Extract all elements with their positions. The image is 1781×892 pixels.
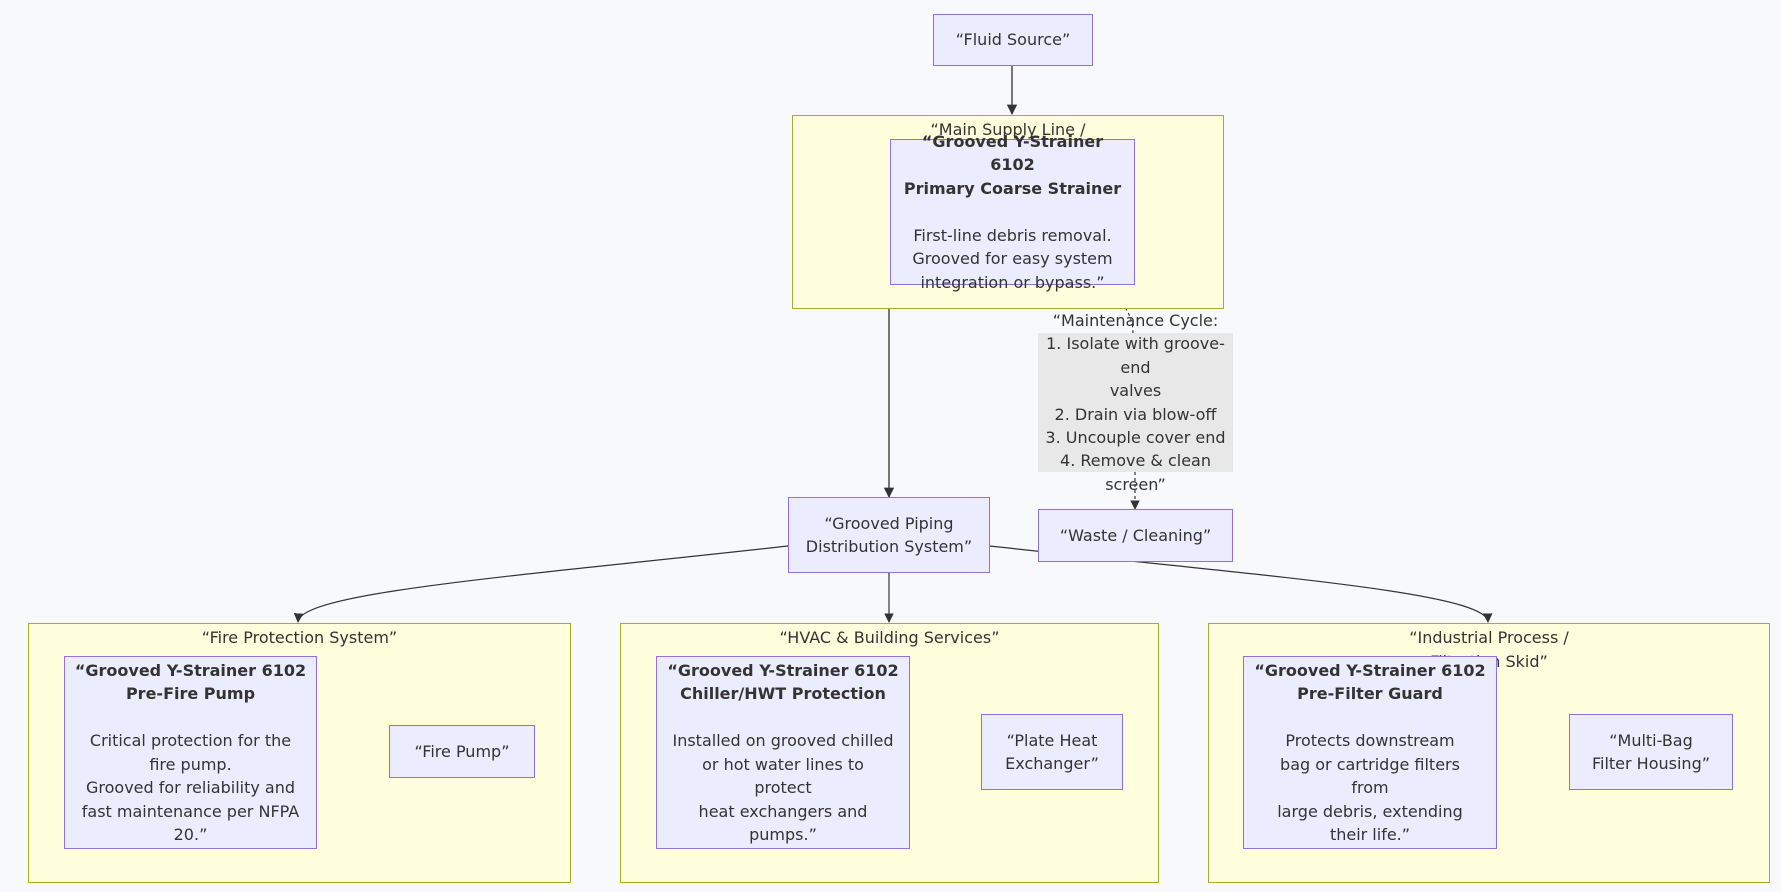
node-industrial-strainer-title: “Grooved Y-Strainer 6102 Pre-Filter Guar… [1254,660,1486,704]
cluster-main-supply-line-title: “Main Supply Line / [930,120,1086,139]
note-maintenance-cycle: “Maintenance Cycle: 1. Isolate with groo… [1038,311,1233,494]
node-plate-heat-exchanger[interactable]: “Plate Heat Exchanger” [981,714,1123,790]
node-grooved-piping-distribution-label: “Grooved Piping Distribution System” [805,513,973,557]
node-hvac-strainer-body: Installed on grooved chilled or hot wate… [672,731,894,844]
node-main-strainer-text: “Grooved Y-Strainer 6102 Primary Coarse … [897,106,1128,318]
cluster-hvac-building-services-title: “HVAC & Building Services” [779,628,1000,647]
node-main-strainer[interactable]: “Grooved Y-Strainer 6102 Primary Coarse … [890,132,1135,292]
node-fire-strainer[interactable]: “Grooved Y-Strainer 6102 Pre-Fire Pump C… [64,656,317,849]
cluster-fire-protection-system-title: “Fire Protection System” [201,628,398,647]
node-multi-bag-filter-housing-label: “Multi-Bag Filter Housing” [1591,730,1711,774]
node-industrial-strainer[interactable]: “Grooved Y-Strainer 6102 Pre-Filter Guar… [1243,656,1497,849]
node-fire-strainer-title: “Grooved Y-Strainer 6102 Pre-Fire Pump [74,660,307,704]
node-fire-pump-label: “Fire Pump” [414,741,510,761]
node-fire-strainer-text: “Grooved Y-Strainer 6102 Pre-Fire Pump C… [75,635,306,870]
node-main-strainer-body: First-line debris removal. Grooved for e… [912,225,1113,292]
node-industrial-strainer-body: Protects downstream bag or cartridge fil… [1277,731,1463,844]
node-hvac-strainer-title: “Grooved Y-Strainer 6102 Chiller/HWT Pro… [667,660,899,704]
node-grooved-piping-distribution[interactable]: “Grooved Piping Distribution System” [788,497,990,573]
node-waste-cleaning-label: “Waste / Cleaning” [1059,525,1212,545]
node-hvac-strainer-text: “Grooved Y-Strainer 6102 Chiller/HWT Pro… [667,635,898,870]
node-industrial-strainer-text: “Grooved Y-Strainer 6102 Pre-Filter Guar… [1254,635,1485,870]
note-maintenance-cycle-text: “Maintenance Cycle: 1. Isolate with groo… [1045,310,1226,494]
node-fire-strainer-body: Critical protection for the fire pump. G… [81,731,300,844]
node-multi-bag-filter-housing[interactable]: “Multi-Bag Filter Housing” [1569,714,1733,790]
node-fire-pump[interactable]: “Fire Pump” [389,725,535,778]
node-main-strainer-title: “Grooved Y-Strainer 6102 Primary Coarse … [903,131,1122,198]
node-fluid-source-label: “Fluid Source” [955,30,1071,50]
node-hvac-strainer[interactable]: “Grooved Y-Strainer 6102 Chiller/HWT Pro… [656,656,910,849]
edge-distribution-to-fire [293,545,789,623]
node-plate-heat-exchanger-label: “Plate Heat Exchanger” [1005,730,1099,774]
node-waste-cleaning[interactable]: “Waste / Cleaning” [1038,509,1233,562]
node-fluid-source[interactable]: “Fluid Source” [933,14,1093,66]
